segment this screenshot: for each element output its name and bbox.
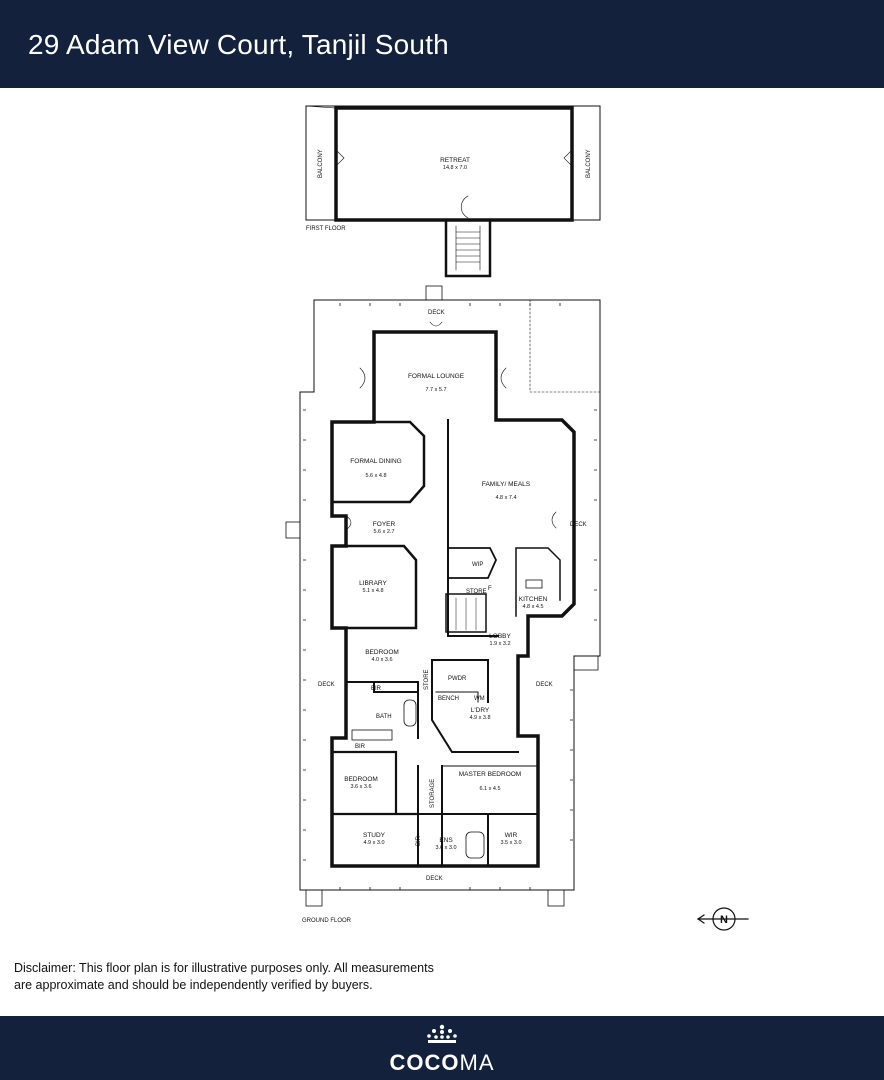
brand-logo-light: MA	[459, 1050, 495, 1075]
room-kitchen-dims: 4.8 x 4.5	[522, 604, 543, 610]
room-library: LIBRARY	[359, 580, 387, 587]
room-kitchen: KITCHEN	[519, 596, 548, 603]
room-wir: WIR	[505, 832, 518, 839]
room-master-bedroom: MASTER BEDROOM	[459, 771, 521, 778]
room-family-meals-dims: 4.8 x 7.4	[495, 495, 516, 501]
label-bir-3: BIR	[416, 835, 422, 846]
room-study: STUDY	[363, 832, 386, 839]
room-library-dims: 5.1 x 4.8	[362, 588, 383, 594]
room-formal-lounge: FORMAL LOUNGE	[408, 373, 465, 380]
room-foyer: FOYER	[373, 521, 396, 528]
room-retreat-dims: 14.8 x 7.0	[443, 165, 467, 171]
label-deck-west: DECK	[318, 682, 335, 688]
retreat-walls	[334, 106, 574, 222]
label-deck-top: DECK	[428, 310, 445, 316]
room-study-dims: 4.9 x 3.0	[363, 840, 384, 846]
label-deck-east: DECK	[570, 522, 587, 528]
footer-bar: COCOMA	[0, 1016, 884, 1080]
brand-logo-bold: COCO	[389, 1050, 460, 1075]
label-storage: STORAGE	[430, 779, 436, 808]
label-wip: WIP	[472, 562, 483, 568]
label-bath: BATH	[376, 714, 392, 720]
label-balcony-left: BALCONY	[318, 149, 324, 178]
room-wir-dims: 3.5 x 3.0	[500, 840, 521, 846]
brand-logo: COCOMA	[0, 1050, 884, 1076]
room-family-meals: FAMILY/ MEALS	[482, 481, 531, 488]
header-bar: 29 Adam View Court, Tanjil South	[0, 0, 884, 88]
room-formal-dining: FORMAL DINING	[350, 458, 401, 465]
property-address-title: 29 Adam View Court, Tanjil South	[28, 29, 449, 60]
room-lobby-dims: 1.9 x 3.2	[489, 641, 510, 647]
disclaimer-text: Disclaimer: This floor plan is for illus…	[14, 961, 434, 992]
room-bedroom-2-dims: 3.6 x 3.6	[350, 784, 371, 790]
label-wm: WM	[474, 696, 485, 702]
room-bedroom-1: BEDROOM	[365, 649, 399, 656]
deck-boundary	[299, 299, 601, 891]
label-store-2: STORE	[424, 669, 430, 690]
room-ensuite-dims: 3.6 x 3.0	[435, 845, 456, 851]
first-floor-stair	[444, 218, 492, 278]
label-bir-2: BIR	[355, 744, 366, 750]
room-retreat: RETREAT	[440, 157, 470, 164]
room-laundry-dims: 4.9 x 3.8	[469, 715, 490, 721]
floor-plan: RETREAT 14.8 x 7.0 FORMAL LOUNGE 7.7 x 5…	[285, 105, 749, 931]
label-balcony-right: BALCONY	[586, 149, 592, 178]
label-ground-floor: GROUND FLOOR	[302, 918, 352, 924]
label-pwdr: PWDR	[448, 676, 467, 682]
room-foyer-dims: 5.6 x 2.7	[373, 529, 394, 535]
room-formal-dining-dims: 5.6 x 4.8	[365, 473, 386, 479]
label-first-floor: FIRST FLOOR	[306, 226, 346, 232]
room-laundry: L'DRY	[471, 707, 490, 714]
label-deck-south: DECK	[536, 682, 553, 688]
room-formal-lounge-dims: 7.7 x 5.7	[425, 387, 446, 393]
crown-logo-icon	[427, 1024, 457, 1043]
room-bedroom-1-dims: 4.0 x 3.6	[371, 657, 392, 663]
label-bir-1: BIR	[371, 686, 382, 692]
label-deck-bottom: DECK	[426, 876, 443, 882]
label-store: STORE	[466, 589, 487, 595]
room-master-bedroom-dims: 6.1 x 4.5	[479, 786, 500, 792]
north-arrow-label: N	[720, 914, 728, 926]
label-f: F	[488, 586, 492, 592]
room-bedroom-2: BEDROOM	[344, 776, 378, 783]
room-lobby: LOBBY	[489, 633, 511, 640]
room-ensuite: ENS	[439, 837, 453, 844]
label-bench: BENCH	[438, 696, 459, 702]
